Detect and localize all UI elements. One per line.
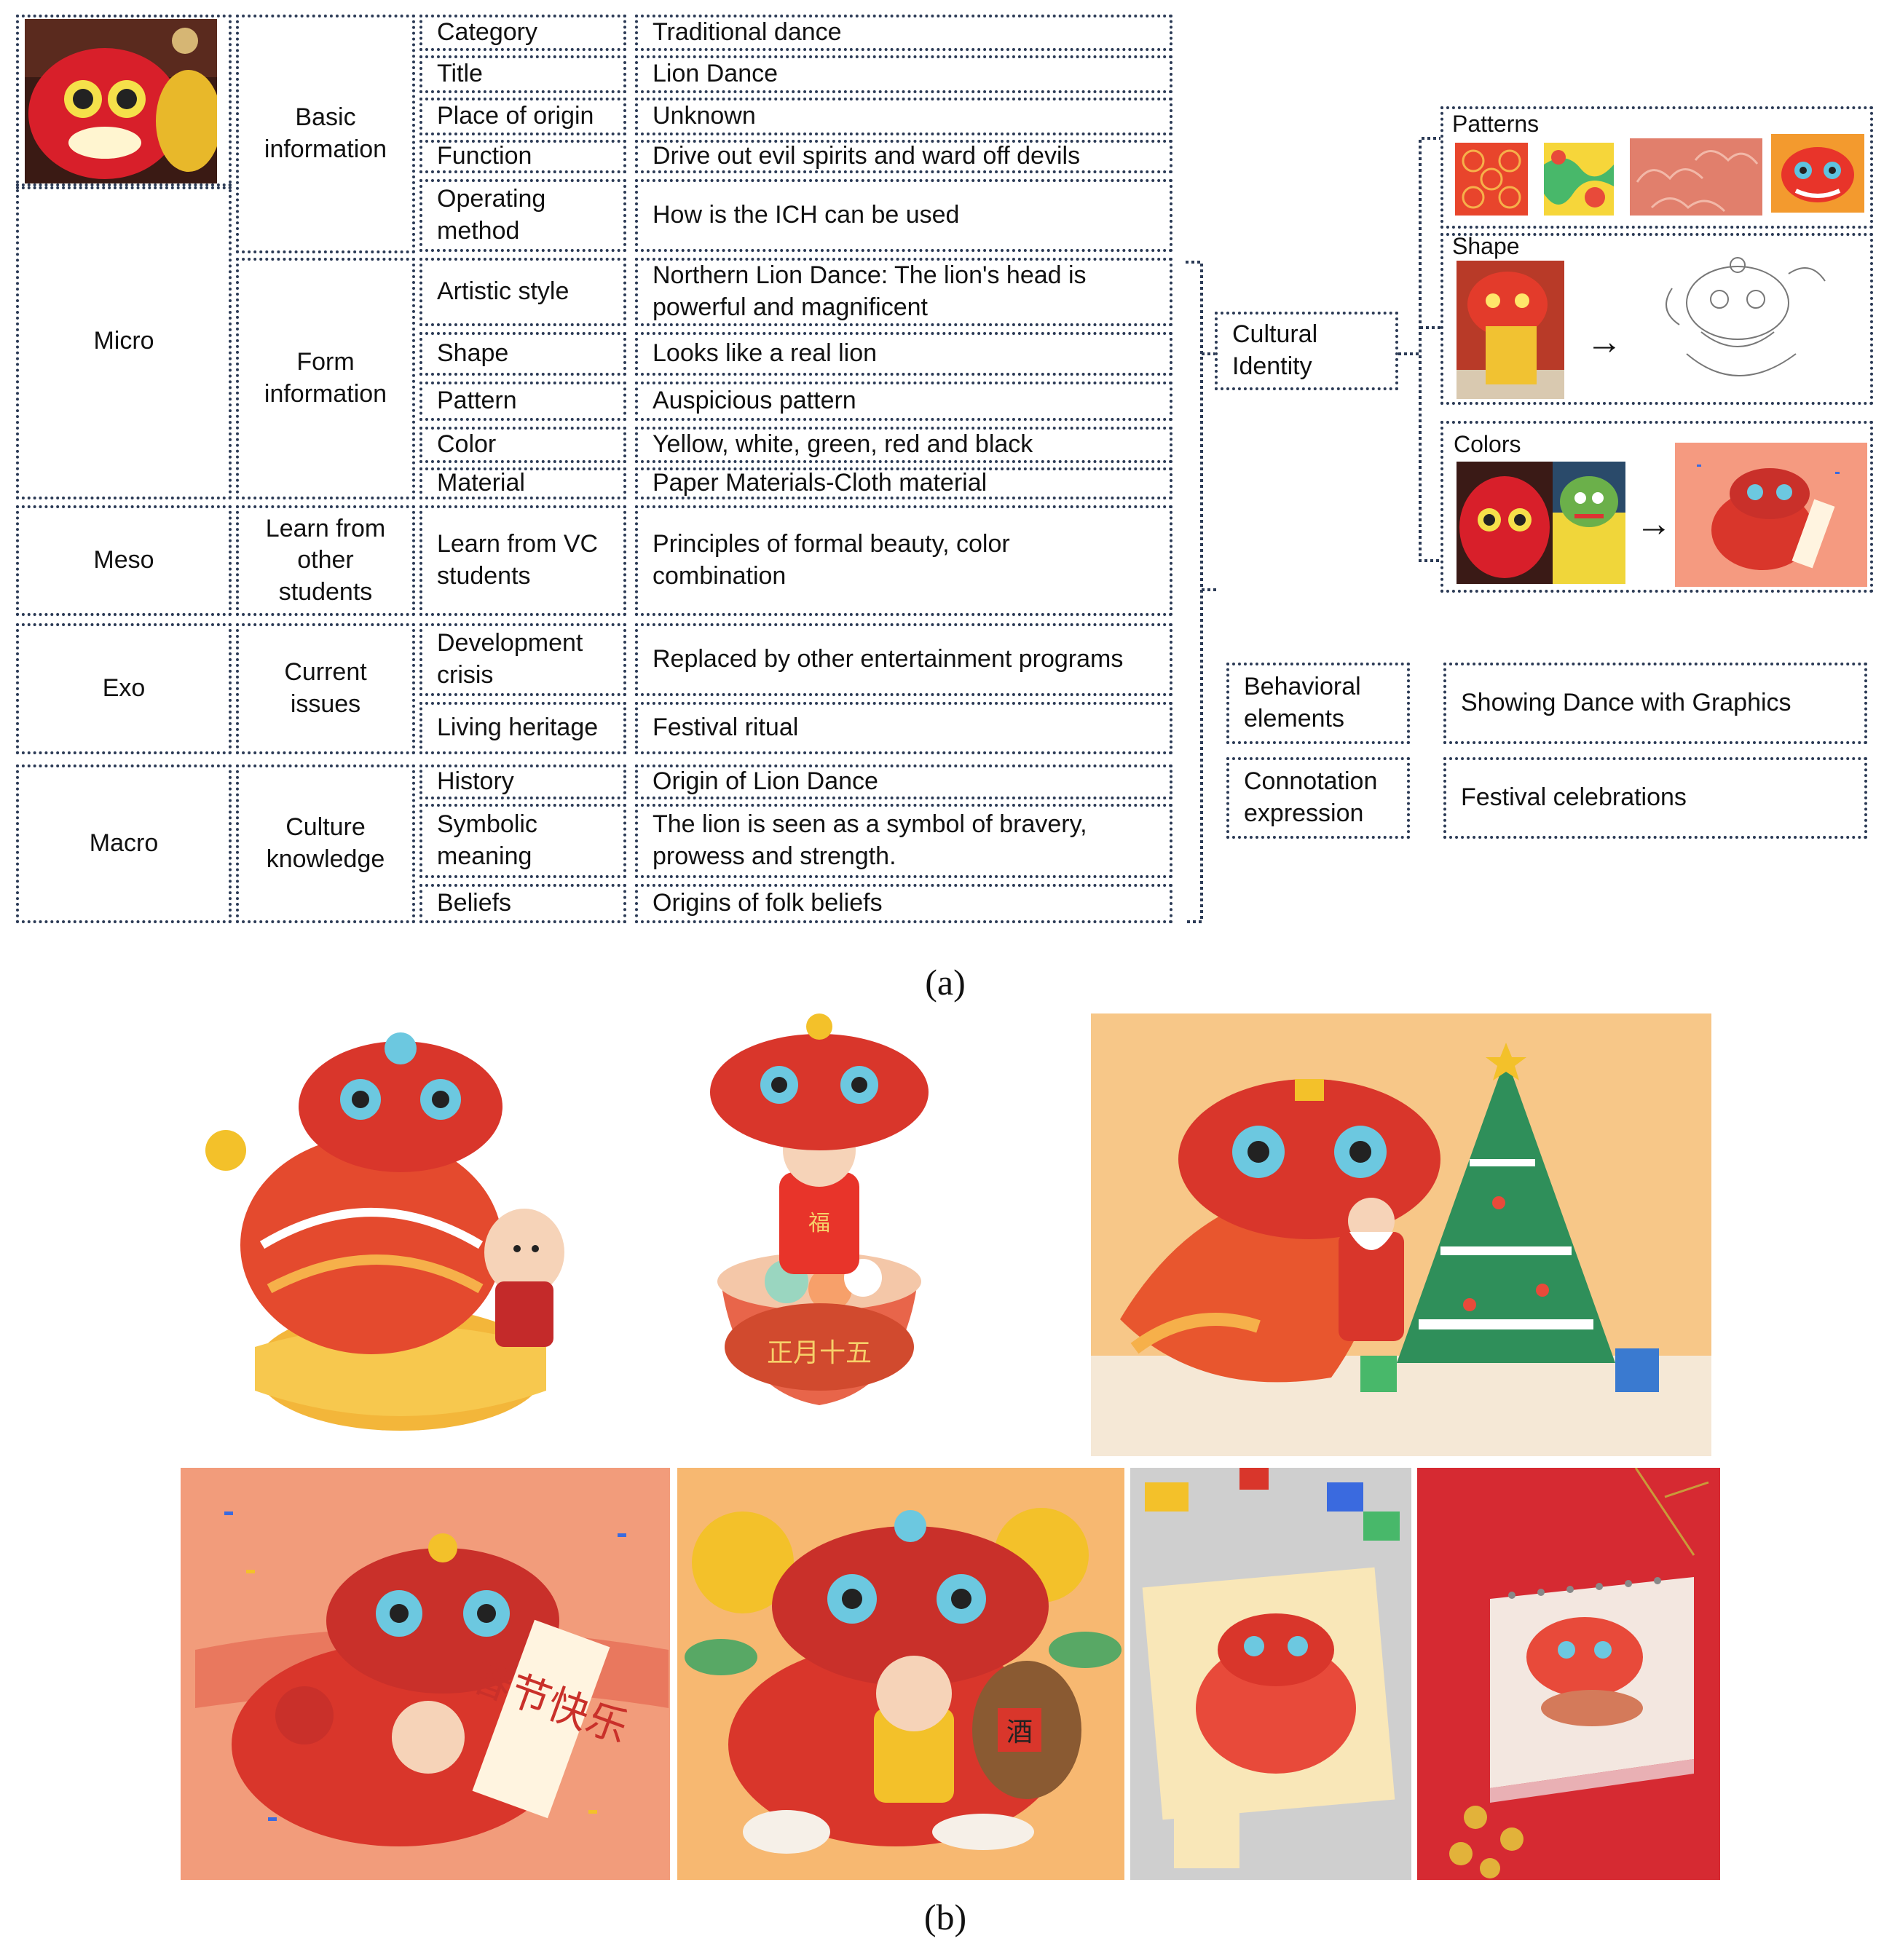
value-learn-from-vc: Principles of formal beauty, color combi…: [635, 505, 1172, 616]
pattern-swatch-green-yellow: [1544, 143, 1614, 216]
pattern-swatch-cloud: [1630, 138, 1762, 216]
cultural-identity-box: Cultural Identity: [1215, 312, 1398, 390]
connotation-expression-box: Connotation expression: [1226, 757, 1410, 839]
attr-learn-from-vc: Learn from VC students: [419, 505, 626, 616]
colors-photo-yellow-lion: [1553, 462, 1625, 584]
value-place-of-origin: Unknown: [635, 98, 1172, 135]
value-category: Traditional dance: [635, 15, 1172, 51]
value-operating-method: How is the ICH can be used: [635, 179, 1172, 252]
behavioral-elements-box: Behavioral elements: [1226, 663, 1410, 744]
attr-function: Function: [419, 140, 626, 173]
value-artistic-style: Northern Lion Dance: The lion's head is …: [635, 258, 1172, 326]
colors-arrow: →: [1636, 503, 1672, 544]
illustration-lion-mooncake: [197, 1005, 604, 1442]
colors-label: Colors: [1454, 431, 1521, 457]
jiu-text: 酒: [1006, 1718, 1033, 1747]
group-learn-from-students: Learn from other students: [236, 505, 415, 616]
level-exo: Exo: [16, 623, 232, 754]
value-shape: Looks like a real lion: [635, 332, 1172, 376]
value-beliefs: Origins of folk beliefs: [635, 884, 1172, 923]
shape-label: Shape: [1452, 233, 1520, 259]
attr-category: Category: [419, 15, 626, 51]
value-title: Lion Dance: [635, 55, 1172, 93]
attr-development-crisis: Development crisis: [419, 623, 626, 696]
value-color: Yellow, white, green, red and black: [635, 427, 1172, 463]
colors-photo-red-lion: [1457, 462, 1553, 584]
illustration-calendar: [1417, 1468, 1720, 1880]
colors-illustration: [1675, 443, 1867, 587]
bowl-text: 正月十五: [767, 1338, 872, 1368]
illustration-child-bowl: 正月十五 福: [677, 1005, 961, 1449]
value-history: Origin of Lion Dance: [635, 764, 1172, 799]
attr-symbolic-meaning: Symbolic meaning: [419, 804, 626, 878]
attr-material: Material: [419, 467, 626, 499]
attr-living-heritage: Living heritage: [419, 702, 626, 754]
group-form-information: Form information: [236, 258, 415, 499]
lion-photo-thumbnail: [25, 19, 217, 183]
attr-history: History: [419, 764, 626, 799]
group-current-issues: Current issues: [236, 623, 415, 754]
attr-color: Color: [419, 427, 626, 463]
shape-line-drawing: [1643, 245, 1840, 400]
behavioral-value-box: Showing Dance with Graphics: [1443, 663, 1867, 744]
group-culture-knowledge: Culture knowledge: [236, 764, 415, 923]
value-function: Drive out evil spirits and ward off devi…: [635, 140, 1172, 173]
attr-artistic-style: Artistic style: [419, 258, 626, 326]
value-pattern: Auspicious pattern: [635, 382, 1172, 421]
pattern-swatch-lion-face: [1771, 134, 1864, 213]
attr-operating-method: Operating method: [419, 179, 626, 252]
illustration-spring-festival: 春节快乐: [181, 1468, 670, 1880]
attr-title: Title: [419, 55, 626, 93]
connector-lines: [1186, 137, 1442, 923]
lion-photo-frame: [16, 15, 232, 189]
shape-photo-lion: [1457, 261, 1564, 399]
value-material: Paper Materials-Cloth material: [635, 467, 1172, 499]
connotation-value-box: Festival celebrations: [1443, 757, 1867, 839]
attr-pattern: Pattern: [419, 382, 626, 421]
level-macro: Macro: [16, 764, 232, 923]
fu-text: 福: [808, 1211, 830, 1236]
shape-arrow: →: [1586, 321, 1623, 362]
pattern-swatch-red: [1455, 143, 1528, 216]
illustration-puzzle: [1130, 1468, 1411, 1880]
attr-shape: Shape: [419, 332, 626, 376]
value-development-crisis: Replaced by other entertainment programs: [635, 623, 1172, 696]
illustration-christmas: [1091, 1013, 1711, 1456]
value-living-heritage: Festival ritual: [635, 702, 1172, 754]
illustration-chrysanthemum: 酒: [677, 1468, 1124, 1880]
attr-place-of-origin: Place of origin: [419, 98, 626, 135]
level-meso: Meso: [16, 505, 232, 616]
patterns-label: Patterns: [1452, 111, 1540, 137]
caption-b: (b): [923, 1897, 967, 1937]
level-micro: Micro: [16, 183, 232, 499]
attr-beliefs: Beliefs: [419, 884, 626, 923]
group-basic-information: Basic information: [236, 15, 415, 253]
caption-a: (a): [925, 962, 966, 1003]
value-symbolic-meaning: The lion is seen as a symbol of bravery,…: [635, 804, 1172, 878]
